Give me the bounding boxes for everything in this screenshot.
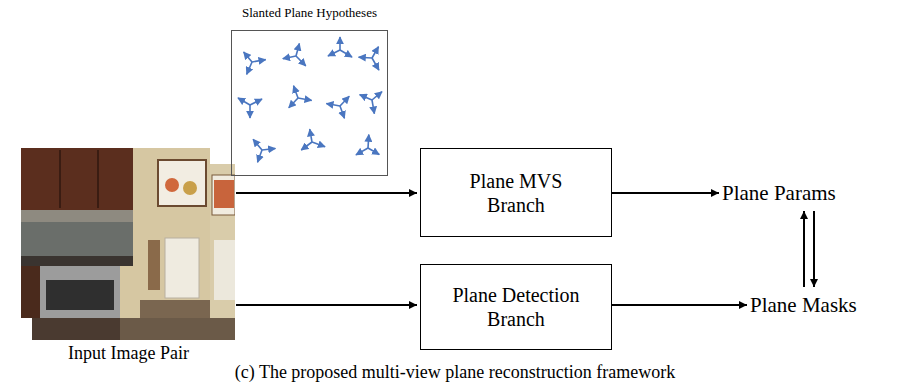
photo-wall (21, 148, 210, 318)
normal-tripod (246, 139, 275, 166)
normal-tripod (283, 40, 311, 66)
photo-upper-cabinets (21, 148, 133, 210)
output-label-node: Plane Masks (750, 293, 857, 317)
photo-cabinet (120, 318, 235, 340)
flow-arrow (236, 304, 417, 306)
photo-hood (21, 210, 133, 222)
process-box: Plane Detection Branch (420, 264, 612, 350)
node-text: Plane Params (722, 181, 836, 205)
flow-arrow (813, 211, 815, 287)
photo-floor (32, 318, 235, 340)
normal-tripod (356, 134, 385, 165)
photo-sign (214, 240, 235, 300)
input-image-node: Input Image Pair (21, 148, 236, 368)
photo-cabinet (140, 300, 210, 318)
photo-sign (165, 238, 199, 298)
hypotheses-panel: Slanted Plane Hypotheses (231, 30, 388, 176)
normal-tripod (238, 98, 262, 118)
normal-tripod (326, 95, 355, 122)
photo-towel (148, 240, 160, 290)
normal-tripod (328, 37, 352, 57)
photo-cabinet-seam (59, 150, 61, 208)
photo-fruit (183, 181, 197, 195)
photo-poster (212, 175, 235, 215)
photo-oven-door (46, 280, 114, 310)
normal-tripod (282, 82, 311, 109)
photo-counter (21, 256, 133, 266)
photo-lower-cabinet (21, 266, 40, 318)
output-label-node: Plane Params (722, 181, 836, 205)
photo-backsplash (21, 222, 133, 256)
photo-fruit (214, 180, 234, 208)
plane-hypothesis-arrows (234, 37, 389, 166)
photo-poster (158, 160, 206, 206)
flow-arrow (612, 192, 719, 194)
figure-caption: (c) The proposed multi-view plane recons… (0, 362, 910, 383)
normal-tripod (359, 82, 390, 113)
input-image-front (21, 148, 210, 318)
flow-arrow (236, 192, 417, 194)
normal-tripod (234, 44, 265, 75)
photo-cabinet-seam (97, 150, 99, 208)
photo-fruit (165, 178, 179, 192)
normal-tripod (358, 41, 389, 70)
process-box: Plane MVS Branch (420, 148, 612, 237)
flow-arrow (612, 304, 747, 306)
photo-stove (40, 266, 120, 318)
node-text: Slanted Plane Hypotheses (242, 5, 377, 21)
flow-arrow (803, 211, 805, 287)
node-text: Plane MVS Branch (448, 169, 584, 217)
node-text: Plane Masks (750, 293, 857, 317)
node-text: Input Image Pair (21, 343, 236, 364)
normal-tripod (298, 127, 325, 151)
node-text: Plane Detection Branch (448, 283, 584, 331)
